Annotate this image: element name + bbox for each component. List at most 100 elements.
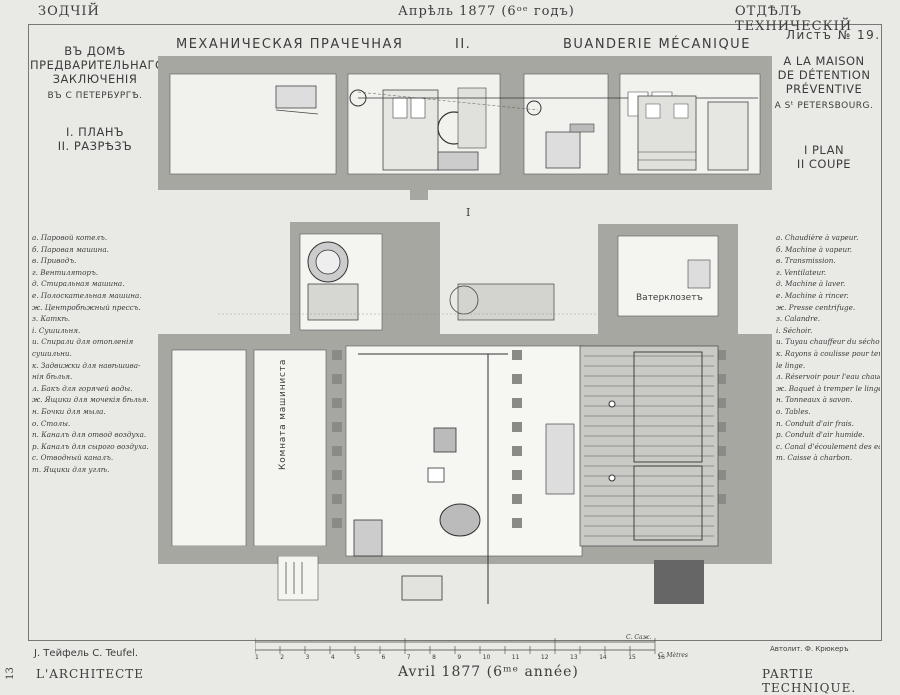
right-title-line: DE DÉTENTION	[777, 68, 871, 82]
section-drawing	[158, 56, 772, 200]
legend-ru-item: з. Каткѣ.	[32, 314, 71, 324]
scale-sajen-label: С. Саж.	[626, 634, 652, 641]
header-journal-ru: ЗОДЧІЙ	[38, 4, 100, 19]
legend-fr-item: з. Calandre.	[776, 314, 821, 324]
section-mark: I	[466, 206, 471, 219]
legend-ru-item: р. Каналъ для сырого воздуха.	[32, 441, 149, 451]
scale-tick-label: 4	[330, 654, 335, 661]
right-plan-label: I PLAN	[803, 143, 845, 157]
legend-fr: a. Chaudière à vapeur. б. Machine à vape…	[776, 232, 880, 464]
lithographer: Автолит. Ф. Крюкеръ	[770, 645, 849, 653]
left-plan-label: I. ПЛАНЪ	[65, 125, 125, 139]
scale-tick-label: 5	[356, 654, 361, 661]
header-section-ru: ОТДѢЛЪ ТЕХНИЧЕСКІЙ	[735, 4, 853, 34]
legend-fr-item: г. Ventilateur.	[776, 267, 827, 277]
legend-ru-item: ж. Ящики для мочекія бѣлья.	[32, 395, 149, 405]
scale-tick-label: 8	[432, 654, 436, 661]
centrifuge	[545, 131, 581, 169]
legend-fr-item: в. Transmission.	[776, 256, 836, 266]
scale-ticks	[255, 638, 656, 654]
legend-fr-item: ж. Presse centrifuge.	[776, 302, 856, 312]
legend-fr-item: и. Tuyau chauffeur du séchoir.	[776, 337, 880, 347]
plan-room-machinist	[253, 349, 327, 547]
scale-tick-label: 15	[628, 654, 636, 661]
coal-bin	[654, 560, 704, 604]
scale-tick-label: 13	[570, 654, 578, 661]
legend-ru-item: п. Каналъ для отвод воздуха.	[32, 430, 147, 440]
legend-ru-item: т. Ящики для углѣ.	[32, 464, 110, 474]
right-title-line: PRÉVENTIVE	[785, 82, 863, 96]
scale-tick-label: 12	[540, 654, 549, 661]
legend-ru-item: и. Спирали для отопленія	[32, 337, 134, 347]
legend-ru-item: і. Сушильня.	[32, 325, 81, 335]
plan-drawing	[158, 222, 772, 604]
right-title-line: A LA MAISON	[783, 54, 865, 68]
legend-ru-item: сушильни.	[32, 348, 72, 358]
legend-ru-item: е. Полоскательная машина.	[32, 290, 142, 300]
section-floor	[158, 174, 772, 190]
scale-tick-label: 9	[457, 654, 462, 661]
steam-engine-plan	[439, 503, 481, 537]
legend-ru-item: д. Стиральная машина.	[32, 279, 125, 289]
legend-fr-item: т. Caisse à charbon.	[776, 453, 853, 463]
header-date-ru: Апрѣль 1877 (6ᵒᵉ годъ)	[398, 4, 575, 19]
legend-fr-item: le linge.	[776, 360, 806, 370]
legend-fr-item: д. Machine à laver.	[776, 279, 846, 289]
legend-ru-item: в. Приводъ.	[32, 256, 77, 266]
legend-fr-item: е. Machine à rincer.	[776, 290, 849, 300]
plate-frame	[28, 24, 882, 641]
right-coupe-label: II COUPE	[796, 157, 852, 171]
right-title-block: A LA MAISON DE DÉTENTION PRÉVENTIVE A Sᵗ…	[772, 54, 876, 171]
legend-ru-item: н. Бочки для мыла.	[32, 406, 106, 416]
footer-section-fr: PARTIE TECHNIQUE.	[762, 667, 857, 695]
scale-tick-label: 16	[657, 654, 665, 661]
scale-meters-label: С. Mètres	[658, 652, 689, 659]
legend-fr-item: ж. Baquet à tremper le linge.	[776, 383, 880, 393]
scale-tick-label: 11	[511, 654, 520, 661]
legend-fr-item: с. Canal d'écoulement des eaux.	[776, 441, 880, 451]
plan-room-left	[171, 349, 247, 547]
left-title-block: ВЪ ДОМѢ ПРЕДВАРИТЕЛЬНАГО ЗАКЛЮЧЕНІЯ ВЪ С…	[30, 44, 164, 153]
authors: J. Тейфель C. Teufel.	[34, 648, 139, 659]
legend-ru-item: с. Отводный каналъ.	[32, 453, 114, 463]
label-machine-room: Комната машиниста	[278, 358, 288, 470]
margin-number: 13	[4, 667, 16, 680]
scale-tick-label: 14	[599, 654, 607, 661]
left-cut-label: II. РАЗРѢЗЪ	[57, 139, 133, 153]
left-title-line: ВЪ ДОМѢ	[64, 44, 126, 58]
legend-fr-item: р. Conduit d'air humide.	[776, 430, 865, 440]
legend-fr-item: б. Machine à vapeur.	[776, 244, 853, 254]
legend-ru-item: ж. Центробѣжный прессъ.	[32, 302, 141, 312]
footer-journal-fr: L'ARCHITECTE	[36, 667, 145, 681]
plan-piers	[332, 350, 726, 528]
title-fr: BUANDERIE MÉCANIQUE	[563, 37, 751, 52]
legend-ru-item: а. Паровой котелъ.	[32, 233, 108, 242]
left-title-line: ЗАКЛЮЧЕНІЯ	[52, 72, 138, 86]
scale-tick-label: 10	[482, 654, 491, 661]
title-ru: МЕХАНИЧЕСКАЯ ПРАЧЕЧНАЯ	[176, 37, 404, 52]
legend-ru-item: л. Бакъ для горячей воды.	[32, 383, 133, 393]
legend-ru-item: б. Паровая машина.	[32, 244, 109, 254]
scale-tick-label: 3	[305, 654, 310, 661]
boiler	[382, 89, 439, 171]
left-title-line: ВЪ С ПЕТЕРБУРГѢ.	[47, 91, 143, 101]
scale-tick-label: 6	[381, 654, 386, 661]
calender-plan	[545, 423, 575, 495]
scale-tick-label: 2	[280, 654, 285, 661]
legend-ru-item: к. Задвижки для навѣшива-	[32, 360, 141, 370]
ventilator	[275, 85, 317, 109]
scale-labels: 1 2 3 4 5 6 7 8 9 10 11 12 13 14 15 16	[255, 654, 665, 661]
legend-fr-item: л. Réservoir pour l'eau chaude.	[776, 372, 880, 382]
legend-fr-item: к. Rayons à coulisse pour tendre	[776, 348, 880, 358]
legend-ru-item: нія бѣлья.	[32, 372, 73, 382]
scale-tick-label: 1	[255, 654, 259, 661]
section-roof	[158, 56, 772, 74]
scale-tick-label: 7	[406, 654, 411, 661]
legend-fr-item: a. Chaudière à vapeur.	[776, 233, 859, 242]
scale-bar	[255, 638, 656, 654]
legend-ru: а. Паровой котелъ. б. Паровая машина. в.…	[32, 232, 162, 475]
washing-tub	[437, 151, 479, 171]
drying-room-grid	[584, 355, 714, 537]
label-wc: Ватерклозетъ	[636, 293, 703, 303]
legend-fr-item: п. Conduit d'air frais.	[776, 418, 854, 428]
